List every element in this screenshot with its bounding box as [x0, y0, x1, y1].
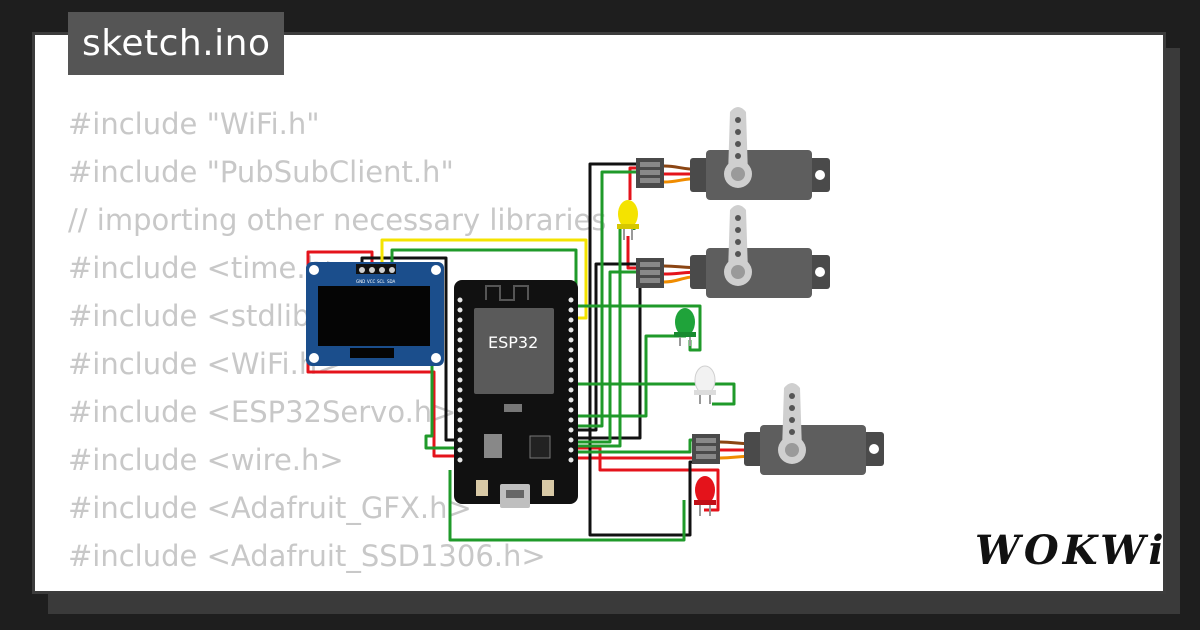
code-line: #include <wire.h> — [68, 443, 344, 477]
servo-motor[interactable] — [636, 205, 830, 298]
code-line: // importing other necessary libraries — [68, 203, 607, 237]
wire-green — [572, 334, 686, 418]
wire-green — [572, 270, 640, 444]
code-line: #include "PubSubClient.h" — [68, 155, 454, 189]
wire-red — [306, 250, 458, 458]
wire-black — [588, 162, 696, 537]
led-yellow[interactable] — [617, 200, 639, 240]
code-line: #include <Adafruit_SSD1306.h> — [68, 539, 546, 573]
wire-black — [572, 262, 640, 432]
esp32-board[interactable]: ESP32 — [454, 280, 578, 508]
servo-motor[interactable] — [692, 383, 884, 475]
esp32-label: ESP32 — [488, 333, 538, 352]
oled-pin-label: VCC — [367, 279, 376, 284]
wire-green — [572, 304, 702, 352]
file-tab[interactable]: sketch.ino — [68, 12, 285, 75]
code-line: #include <Adafruit_GFX.h> — [68, 491, 472, 525]
wire-red — [572, 446, 720, 512]
led-green[interactable] — [674, 308, 696, 346]
oled-display[interactable]: GND VCC SCL SDA — [306, 262, 444, 366]
code-line: #include <ESP32Servo.h> — [68, 395, 457, 429]
wire-black — [572, 270, 642, 440]
wire-yellow — [380, 238, 588, 320]
wokwi-logo: WOKWi — [975, 527, 1168, 574]
wire-green — [572, 170, 640, 428]
wire-green — [572, 382, 736, 406]
wire-green — [448, 470, 686, 542]
led-white[interactable] — [694, 365, 716, 404]
oled-pin-label: GND — [356, 279, 365, 284]
preview-card — [32, 32, 1166, 594]
oled-pin-label: SCL — [377, 279, 385, 284]
code-line: #include "WiFi.h" — [68, 107, 320, 141]
servo-motor[interactable] — [636, 107, 830, 200]
led-red[interactable] — [694, 476, 716, 516]
oled-pin-label: SDA — [387, 279, 396, 284]
wire-green — [390, 248, 578, 300]
